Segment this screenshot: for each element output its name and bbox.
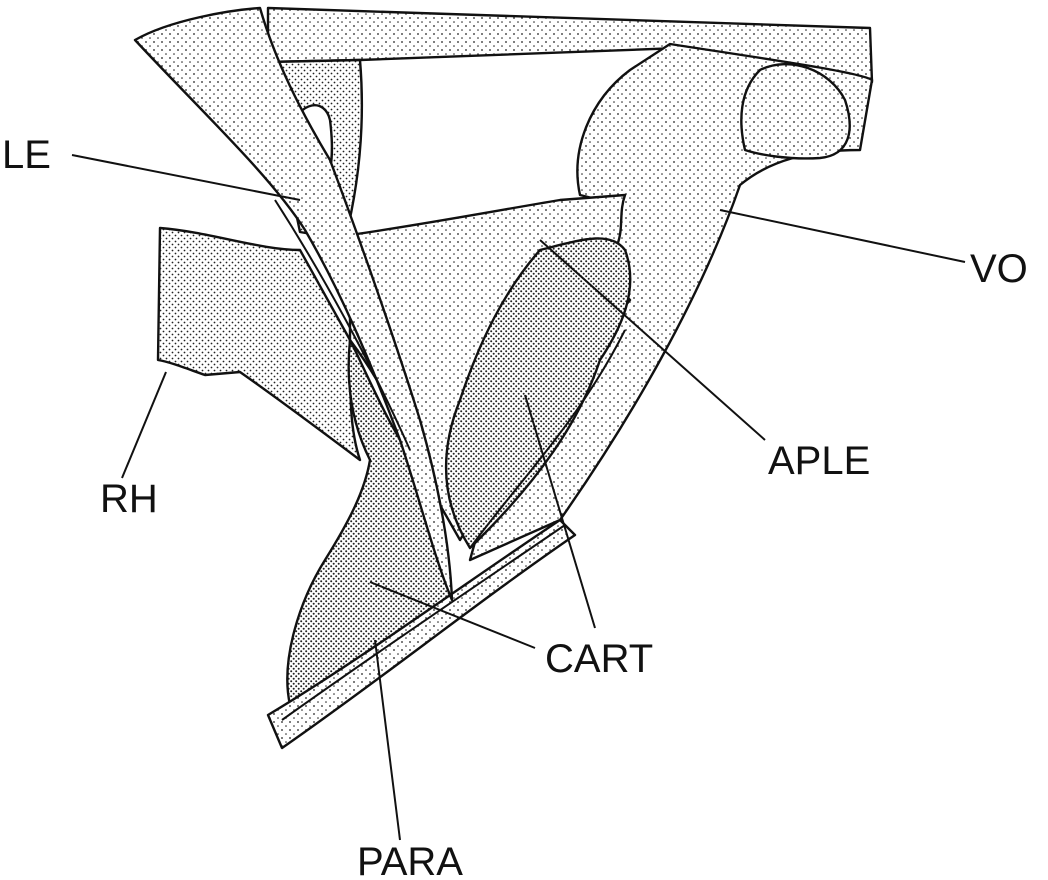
label-le: LE (2, 133, 51, 177)
leader-vo (720, 210, 965, 262)
label-rh: RH (100, 477, 158, 521)
label-para: PARA (357, 840, 463, 880)
leader-rh (122, 372, 166, 478)
label-cart: CART (545, 637, 653, 681)
label-aple: APLE (768, 439, 870, 483)
label-vo: VO (970, 247, 1028, 291)
